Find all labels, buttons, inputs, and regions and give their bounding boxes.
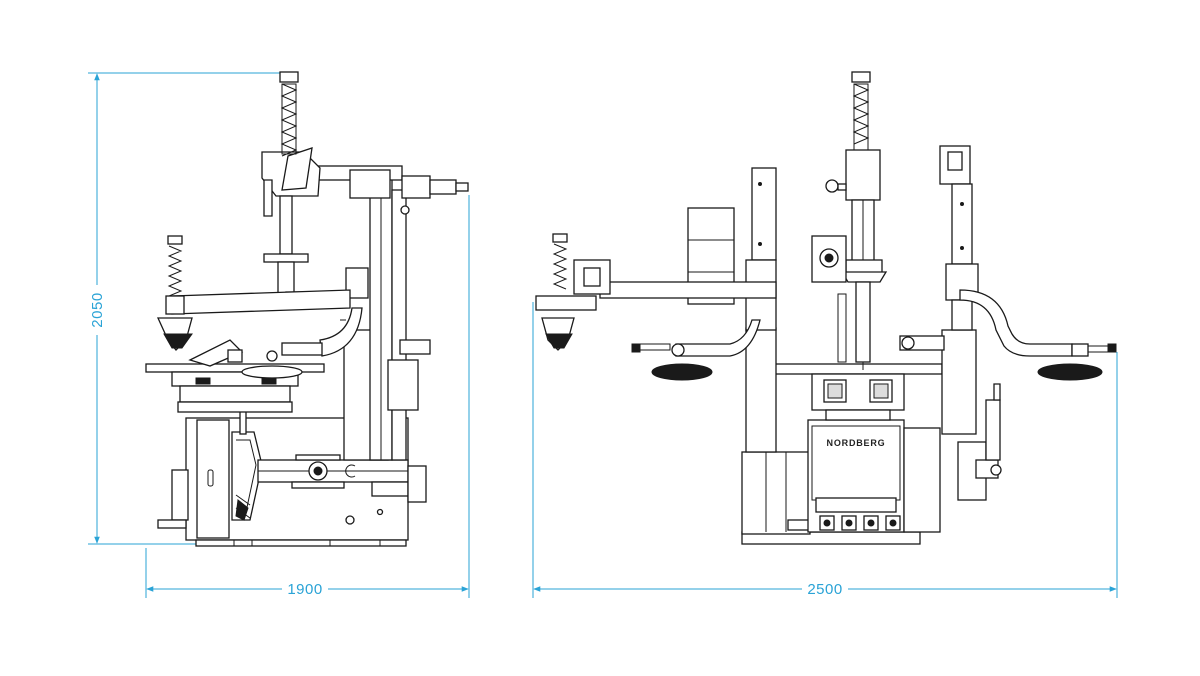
side-helper-arm bbox=[171, 289, 351, 315]
front-roller-spring bbox=[535, 233, 597, 351]
brand-logo: NORDBERG bbox=[827, 438, 886, 448]
front-width-dimension: 2500 bbox=[532, 302, 1118, 598]
front-view: NORDBERG bbox=[535, 71, 1117, 545]
front-left-press-disc bbox=[651, 363, 713, 381]
front-turntable bbox=[771, 363, 943, 375]
side-view bbox=[145, 71, 469, 547]
front-right-arm bbox=[959, 289, 1073, 357]
height-dimension-label: 2050 bbox=[89, 292, 106, 327]
front-cabinet bbox=[807, 419, 905, 533]
front-width-dimension-label: 2500 bbox=[807, 581, 842, 598]
front-spring-column bbox=[851, 71, 871, 151]
side-spring-column bbox=[279, 71, 299, 157]
front-right-press-disc bbox=[1037, 363, 1103, 381]
side-roller-spring bbox=[156, 235, 193, 351]
height-dimension: 2050 bbox=[88, 72, 292, 545]
front-left-arm bbox=[599, 281, 777, 299]
front-left-column bbox=[745, 327, 777, 453]
side-width-dimension: 1900 bbox=[145, 195, 470, 598]
front-center-column bbox=[845, 149, 881, 201]
pedal-group bbox=[819, 515, 901, 531]
front-right-column bbox=[941, 329, 977, 435]
side-width-dimension-label: 1900 bbox=[287, 581, 322, 598]
